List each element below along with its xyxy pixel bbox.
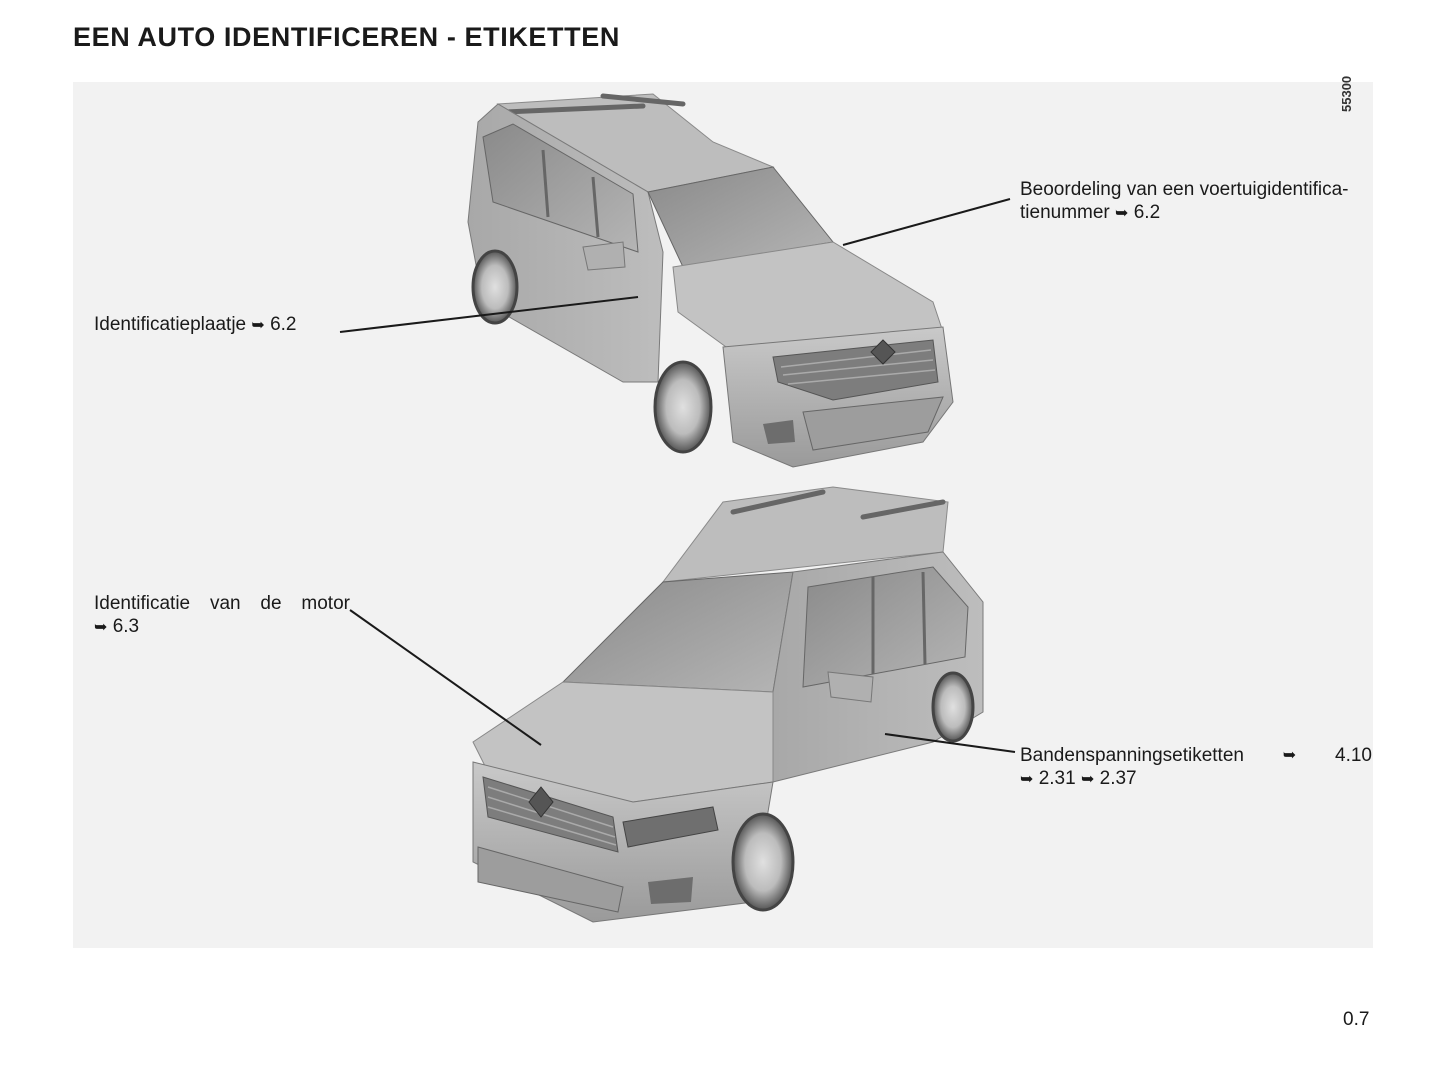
vin-callout-text: tienummer <box>1020 202 1110 223</box>
vehicle-illustration: 55300 <box>73 76 1373 948</box>
reference-arrow-icon: ➥ <box>1115 205 1129 222</box>
reference-arrow-icon: ➥ <box>1080 771 1095 788</box>
reference-arrow-icon: ➥ <box>1020 771 1034 788</box>
tyre-leader-line <box>884 733 1016 753</box>
plate-callout-line: Identificatieplaatje ➥ 6.2 <box>94 313 297 337</box>
reference-arrow-icon: ➥ <box>94 619 108 636</box>
page-title: EEN AUTO IDENTIFICEREN - ETIKETTEN <box>73 22 620 52</box>
engine-callout-word: motor <box>301 593 350 614</box>
vin-callout-line1: Beoordeling van een voertuigidentifica- <box>1020 179 1349 200</box>
tyre-reference-3[interactable]: 2.37 <box>1099 768 1137 789</box>
page-number: 0.7 <box>1343 1009 1370 1030</box>
tyre-reference-2[interactable]: 2.31 <box>1038 768 1076 789</box>
tyre-reference-1[interactable]: 4.10 <box>1335 745 1372 766</box>
vehicle-drawing <box>339 93 1016 923</box>
engine-reference[interactable]: 6.3 <box>112 616 140 637</box>
plate-leader-line <box>339 296 639 333</box>
engine-leader-line <box>349 609 542 746</box>
vin-callout-line2: tienummer ➥ 6.2 <box>1020 201 1372 225</box>
engine-callout-line2: ➥ 6.3 <box>94 615 350 639</box>
reference-arrow-icon: ➥ <box>251 317 265 334</box>
vin-callout: Beoordeling van een voertuigidentifica- … <box>1020 178 1372 225</box>
engine-callout-word: van <box>209 593 241 614</box>
tyre-callout-line2: ➥ 2.31 ➥ 2.37 <box>1020 767 1372 791</box>
upper-vehicle <box>467 93 954 468</box>
vin-leader-line <box>842 198 1011 246</box>
reference-arrow-icon: ➥ <box>1282 747 1297 764</box>
figure-number: 55300 <box>1339 75 1354 112</box>
engine-callout-line1: Identificatie van de motor <box>94 592 350 615</box>
tyre-callout-text: Bandenspanningsetiketten <box>1020 745 1244 766</box>
engine-callout-word: de <box>260 593 282 614</box>
lower-vehicle <box>472 486 984 923</box>
plate-callout-text: Identificatieplaatje <box>94 314 247 335</box>
plate-reference[interactable]: 6.2 <box>270 314 297 335</box>
tyre-callout-line1: Bandenspanningsetiketten ➥ 4.10 <box>1020 744 1372 767</box>
engine-callout-word: Identificatie <box>94 593 191 614</box>
engine-callout: Identificatie van de motor ➥ 6.3 <box>94 592 350 639</box>
plate-callout: Identificatieplaatje ➥ 6.2 <box>94 313 297 337</box>
vin-reference[interactable]: 6.2 <box>1133 202 1161 223</box>
tyre-callout: Bandenspanningsetiketten ➥ 4.10 ➥ 2.31 ➥… <box>1020 744 1372 791</box>
